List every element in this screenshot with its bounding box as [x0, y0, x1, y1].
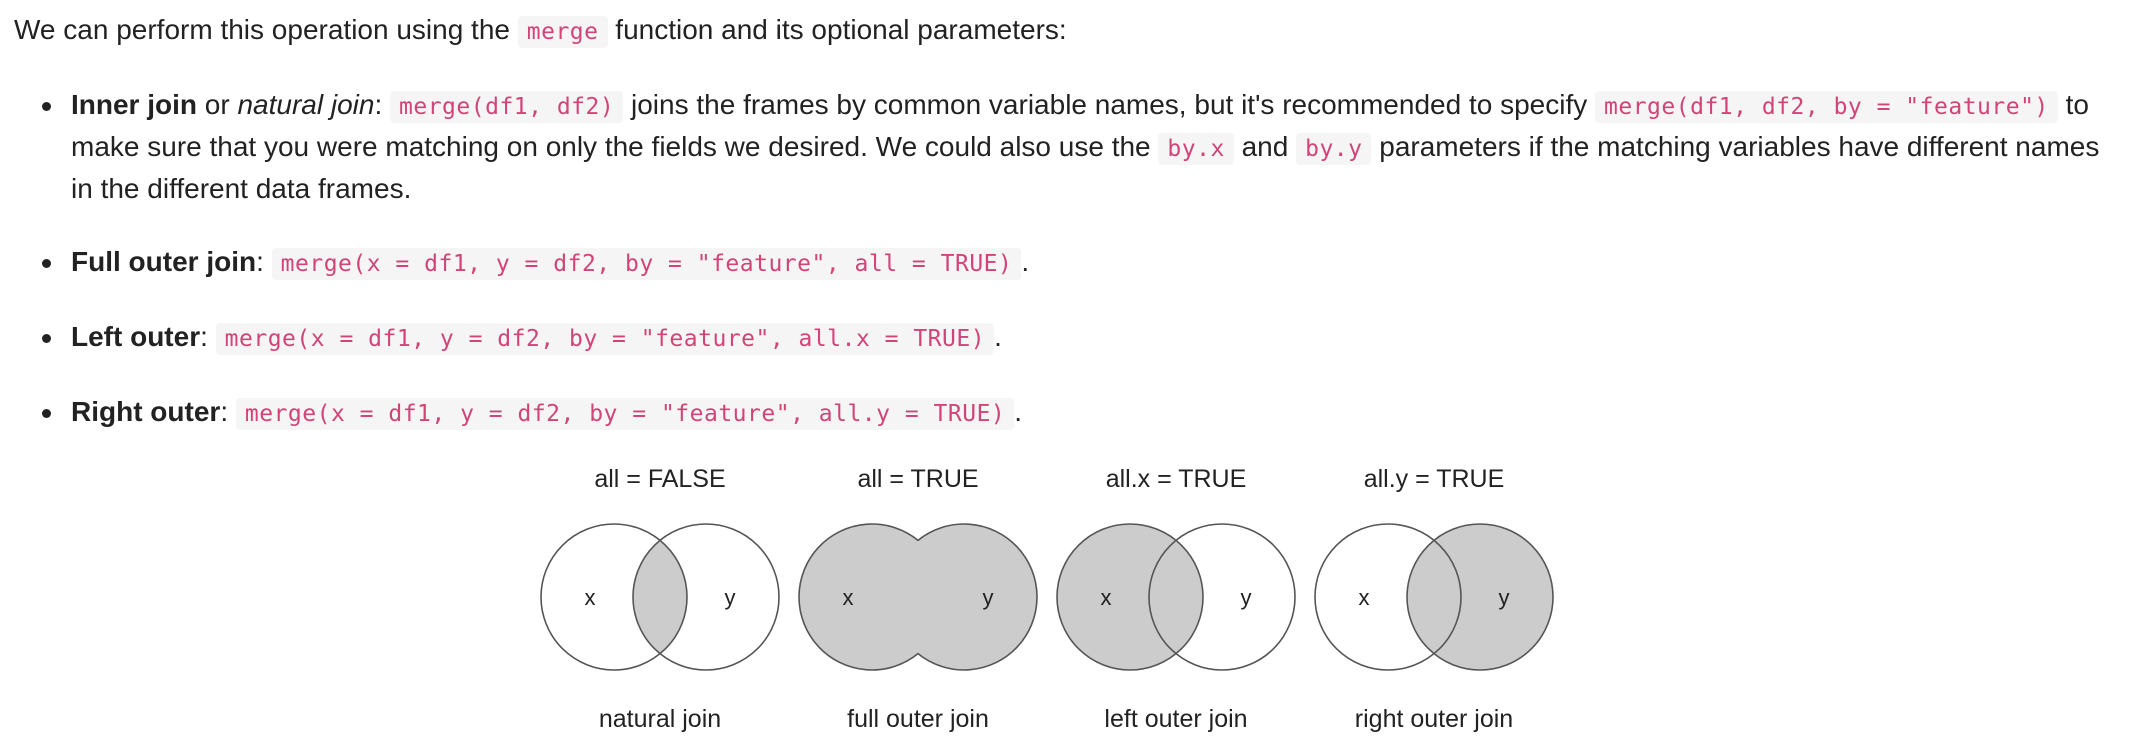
inner-join-text-4: parameters if the matching variables hav… — [1379, 131, 2100, 162]
intro-paragraph: We can perform this operation using the … — [14, 14, 1067, 48]
inner-join-and: and — [1241, 131, 1289, 162]
venn-set-label-x: x — [1101, 585, 1112, 610]
venn-panel: all.x = TRUE x y left outer join — [1056, 465, 1296, 733]
venn-set-label-y: y — [983, 585, 994, 610]
venn-panel-title: all = TRUE — [857, 465, 978, 493]
by-x-code: by.x — [1158, 133, 1234, 165]
full-outer-join-item: Full outer join: merge(x = df1, y = df2,… — [71, 246, 1030, 280]
inner-join-text-5: in the different data frames. — [71, 173, 412, 204]
venn-panel: all.y = TRUE x y right outer join — [1314, 465, 1554, 733]
venn-panel-caption: left outer join — [1104, 705, 1247, 733]
inner-join-line-2: make sure that you were matching on only… — [71, 131, 2100, 165]
inner-join-line-3: in the different data frames. — [71, 173, 411, 205]
bullet-marker — [42, 259, 51, 268]
bullet-marker — [42, 409, 51, 418]
intro-text-after: function and its optional parameters: — [615, 14, 1067, 45]
venn-set-label-y: y — [1499, 585, 1510, 610]
right-outer-join-colon: : — [220, 396, 229, 427]
right-outer-join-period: . — [1014, 396, 1023, 427]
venn-panel-caption: natural join — [599, 705, 721, 733]
venn-fill-intersection — [633, 524, 687, 670]
full-outer-join-period: . — [1021, 246, 1030, 277]
left-outer-join-period: . — [994, 321, 1002, 352]
right-outer-join-term: Right outer — [71, 396, 221, 427]
left-outer-join-item: Left outer: merge(x = df1, y = df2, by =… — [71, 321, 1002, 355]
venn-circle-y — [632, 523, 780, 671]
intro-text-before: We can perform this operation using the — [14, 14, 510, 45]
by-y-code: by.y — [1296, 133, 1372, 165]
inner-join-term: Inner join — [71, 89, 197, 120]
venn-panel: all = FALSE x y natural join — [540, 465, 780, 733]
venn-fill-left — [1057, 524, 1203, 670]
inner-join-code-basic: merge(df1, df2) — [390, 91, 624, 123]
join-venn-diagram: all = FALSE x y natural join all = TRUE x y ful… — [540, 465, 1554, 733]
left-outer-join-term: Left outer — [71, 321, 201, 352]
bullet-marker — [42, 102, 51, 111]
right-outer-join-item: Right outer: merge(x = df1, y = df2, by … — [71, 396, 1023, 430]
venn-set-label-x: x — [1359, 585, 1370, 610]
inner-join-or: or — [204, 89, 230, 120]
venn-panel-caption: right outer join — [1355, 705, 1513, 733]
inner-join-text-1: joins the frames by common variable name… — [631, 89, 1588, 120]
venn-panel-title: all.y = TRUE — [1364, 465, 1505, 493]
venn-set-label-y: y — [725, 585, 736, 610]
venn-fill-right — [891, 524, 1037, 670]
full-outer-join-term: Full outer join — [71, 246, 257, 277]
inner-join-text-2: to — [2065, 89, 2089, 120]
inner-join-text-3: make sure that you were matching on only… — [71, 131, 1151, 162]
venn-panel-title: all.x = TRUE — [1106, 465, 1247, 493]
venn-panel-caption: full outer join — [847, 705, 989, 733]
venn-circle-y — [1148, 523, 1296, 671]
bullet-marker — [42, 334, 51, 343]
venn-circle-x — [1056, 523, 1204, 671]
full-outer-join-colon: : — [256, 246, 264, 277]
inner-join-line-1: Inner join or natural join: merge(df1, d… — [71, 89, 2089, 123]
left-outer-join-colon: : — [200, 321, 208, 352]
venn-panel-title: all = FALSE — [594, 465, 725, 493]
venn-circle-x — [540, 523, 688, 671]
venn-set-label-x: x — [843, 585, 854, 610]
merge-code: merge — [517, 16, 608, 48]
venn-set-label-x: x — [585, 585, 596, 610]
venn-set-label-y: y — [1241, 585, 1252, 610]
venn-circle-y — [1406, 523, 1554, 671]
inner-join-colon: : — [374, 89, 383, 120]
venn-union-outline — [798, 523, 1038, 671]
venn-fill-right — [1407, 524, 1553, 670]
venn-panel: all = TRUE x y full outer join — [798, 465, 1038, 733]
natural-join-term: natural join — [237, 89, 375, 120]
venn-circle-x — [1314, 523, 1462, 671]
inner-join-code-by: merge(df1, df2, by = "feature") — [1595, 91, 2058, 123]
full-outer-join-code: merge(x = df1, y = df2, by = "feature", … — [271, 248, 1022, 280]
right-outer-join-code: merge(x = df1, y = df2, by = "feature", … — [235, 398, 1015, 430]
left-outer-join-code: merge(x = df1, y = df2, by = "feature", … — [215, 323, 995, 355]
